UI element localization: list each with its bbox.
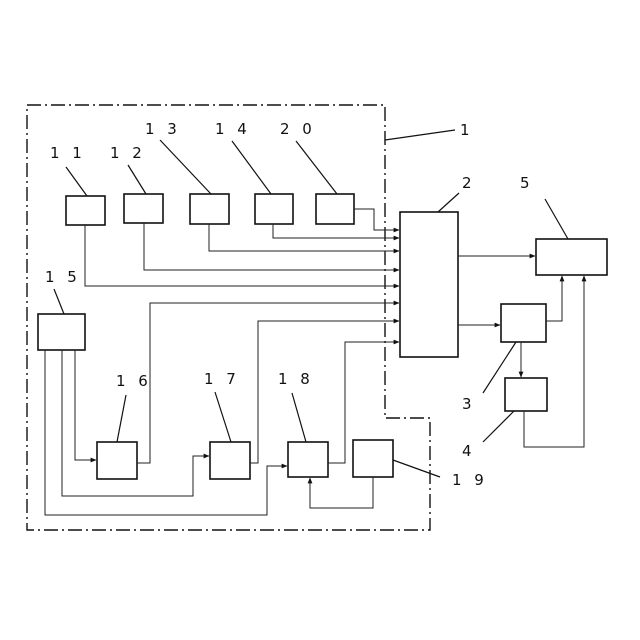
label-12: 1 2 bbox=[110, 144, 146, 162]
leader-1 bbox=[385, 130, 455, 140]
leader-2 bbox=[438, 193, 459, 212]
box-14 bbox=[255, 194, 293, 224]
leader-4 bbox=[483, 411, 514, 442]
leader-20 bbox=[296, 141, 337, 194]
box-12 bbox=[124, 194, 163, 223]
leader-14 bbox=[232, 141, 271, 194]
label-17: 1 7 bbox=[204, 370, 240, 388]
box-20 bbox=[316, 194, 354, 224]
leader-11 bbox=[66, 167, 87, 196]
wire-16-to-2 bbox=[137, 303, 399, 463]
label-14: 1 4 bbox=[215, 120, 251, 138]
wire-19-to-18 bbox=[310, 477, 373, 508]
wire-15-to-18 bbox=[45, 350, 287, 515]
label-15: 1 5 bbox=[45, 268, 81, 286]
leader-19 bbox=[393, 460, 440, 477]
label-4: 4 bbox=[462, 442, 476, 460]
box-2-controller bbox=[400, 212, 458, 357]
wire-20-to-2 bbox=[354, 209, 399, 230]
box-11 bbox=[66, 196, 105, 225]
label-3: 3 bbox=[462, 395, 476, 413]
box-18 bbox=[288, 442, 328, 477]
box-4 bbox=[505, 378, 547, 411]
label-13: 1 3 bbox=[145, 120, 181, 138]
wire-15-to-16 bbox=[75, 350, 96, 460]
box-15 bbox=[38, 314, 85, 350]
label-5: 5 bbox=[520, 174, 534, 192]
label-19: 1 9 bbox=[452, 471, 488, 489]
label-16: 1 6 bbox=[116, 372, 152, 390]
label-2: 2 bbox=[462, 174, 476, 192]
leader-15 bbox=[54, 289, 64, 314]
box-5 bbox=[536, 239, 607, 275]
leader-16 bbox=[117, 395, 126, 442]
leader-17 bbox=[215, 392, 231, 442]
wire-14-to-2 bbox=[273, 224, 399, 238]
label-1: 1 bbox=[460, 121, 474, 139]
leader-18 bbox=[292, 393, 306, 442]
box-13 bbox=[190, 194, 229, 224]
label-20: 2 0 bbox=[280, 120, 316, 138]
box-16 bbox=[97, 442, 137, 479]
box-3 bbox=[501, 304, 546, 342]
box-17 bbox=[210, 442, 250, 479]
label-11: 1 1 bbox=[50, 144, 86, 162]
wire-4-to-5 bbox=[524, 276, 584, 447]
wire-11-to-2 bbox=[85, 225, 399, 286]
leader-5 bbox=[545, 199, 568, 239]
wire-12-to-2 bbox=[144, 223, 399, 270]
wire-3-to-5 bbox=[546, 276, 562, 321]
label-18: 1 8 bbox=[278, 370, 314, 388]
box-19 bbox=[353, 440, 393, 477]
leader-13 bbox=[160, 140, 211, 194]
leader-12 bbox=[128, 165, 146, 194]
